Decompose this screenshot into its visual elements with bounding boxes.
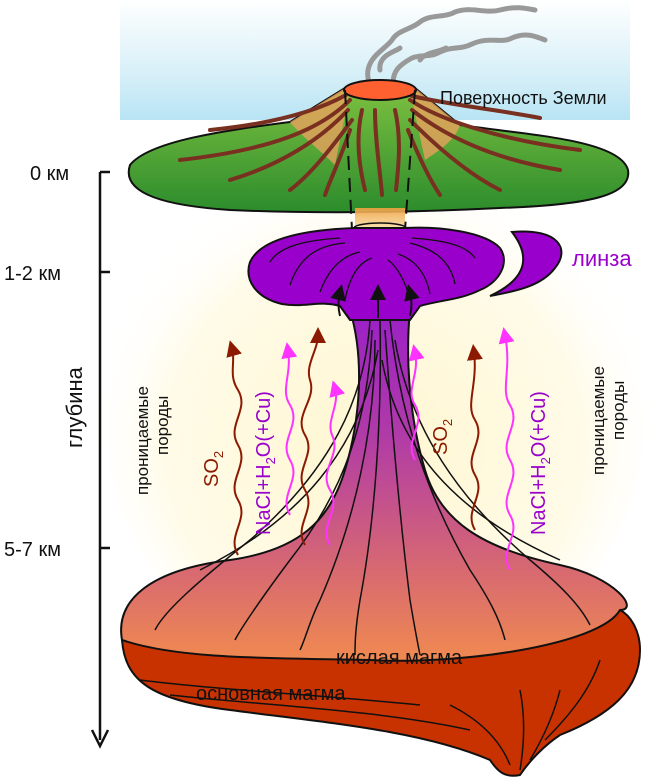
depth-axis [90, 170, 110, 749]
depth-axis-label: глубина [62, 366, 87, 448]
permeable-rocks-left-line1: проницаемые [133, 386, 152, 495]
so2-label-right: SO2 [430, 419, 455, 455]
magma-chamber [120, 309, 642, 777]
volcano-surface-layer [127, 79, 630, 214]
tick-label-5-7km: 5-7 км [4, 539, 61, 561]
lens-label: линза [572, 246, 632, 271]
so2-left-text: SO [201, 458, 223, 487]
nacl-label-left: NaCl+H2O(+Cu) [253, 391, 278, 535]
tick-label-1-2km: 1-2 км [4, 263, 61, 285]
so2-arrow-left [226, 340, 243, 556]
permeable-rocks-right-line2: породы [609, 381, 628, 440]
nacl-right-subscript: 2 [538, 457, 553, 464]
nacl-left-text-b: O(+Cu) [253, 391, 275, 457]
so2-left-subscript: 2 [211, 451, 226, 458]
volcano-conduit [344, 89, 416, 234]
nacl-right-text-a: NaCl+H [528, 464, 550, 535]
fluid-arrow-right-1 [408, 344, 425, 461]
acid-magma-label: кислая магма [336, 647, 463, 669]
acid-magma-layer [120, 309, 628, 662]
lens-crescent [489, 230, 563, 297]
so2-arrow-left-2 [300, 327, 326, 546]
smoke-plume [365, 5, 548, 93]
so2-right-text: SO [430, 426, 452, 455]
nacl-label-right: NaCl+H2O(+Cu) [528, 391, 553, 535]
permeable-rocks-left-line2: породы [153, 396, 172, 455]
so2-arrow-right [467, 344, 483, 531]
crater [343, 79, 417, 101]
fluid-arrow-left-2 [325, 380, 345, 546]
magma-lens [247, 226, 563, 321]
so2-right-subscript: 2 [440, 419, 455, 426]
fluid-arrow-right-2 [498, 327, 515, 571]
permeable-rocks-right-line1: проницаемые [589, 366, 608, 475]
basic-magma-label: основная магма [196, 683, 346, 705]
nacl-left-text-a: NaCl+H [253, 464, 275, 535]
so2-label-left: SO2 [201, 451, 226, 487]
tick-label-0km: 0 км [30, 163, 69, 185]
nacl-right-text-b: O(+Cu) [528, 391, 550, 457]
surface-label: Поверхность Земли [440, 88, 607, 108]
nacl-left-subscript: 2 [263, 457, 278, 464]
fluid-arrow-left-1 [281, 342, 298, 516]
